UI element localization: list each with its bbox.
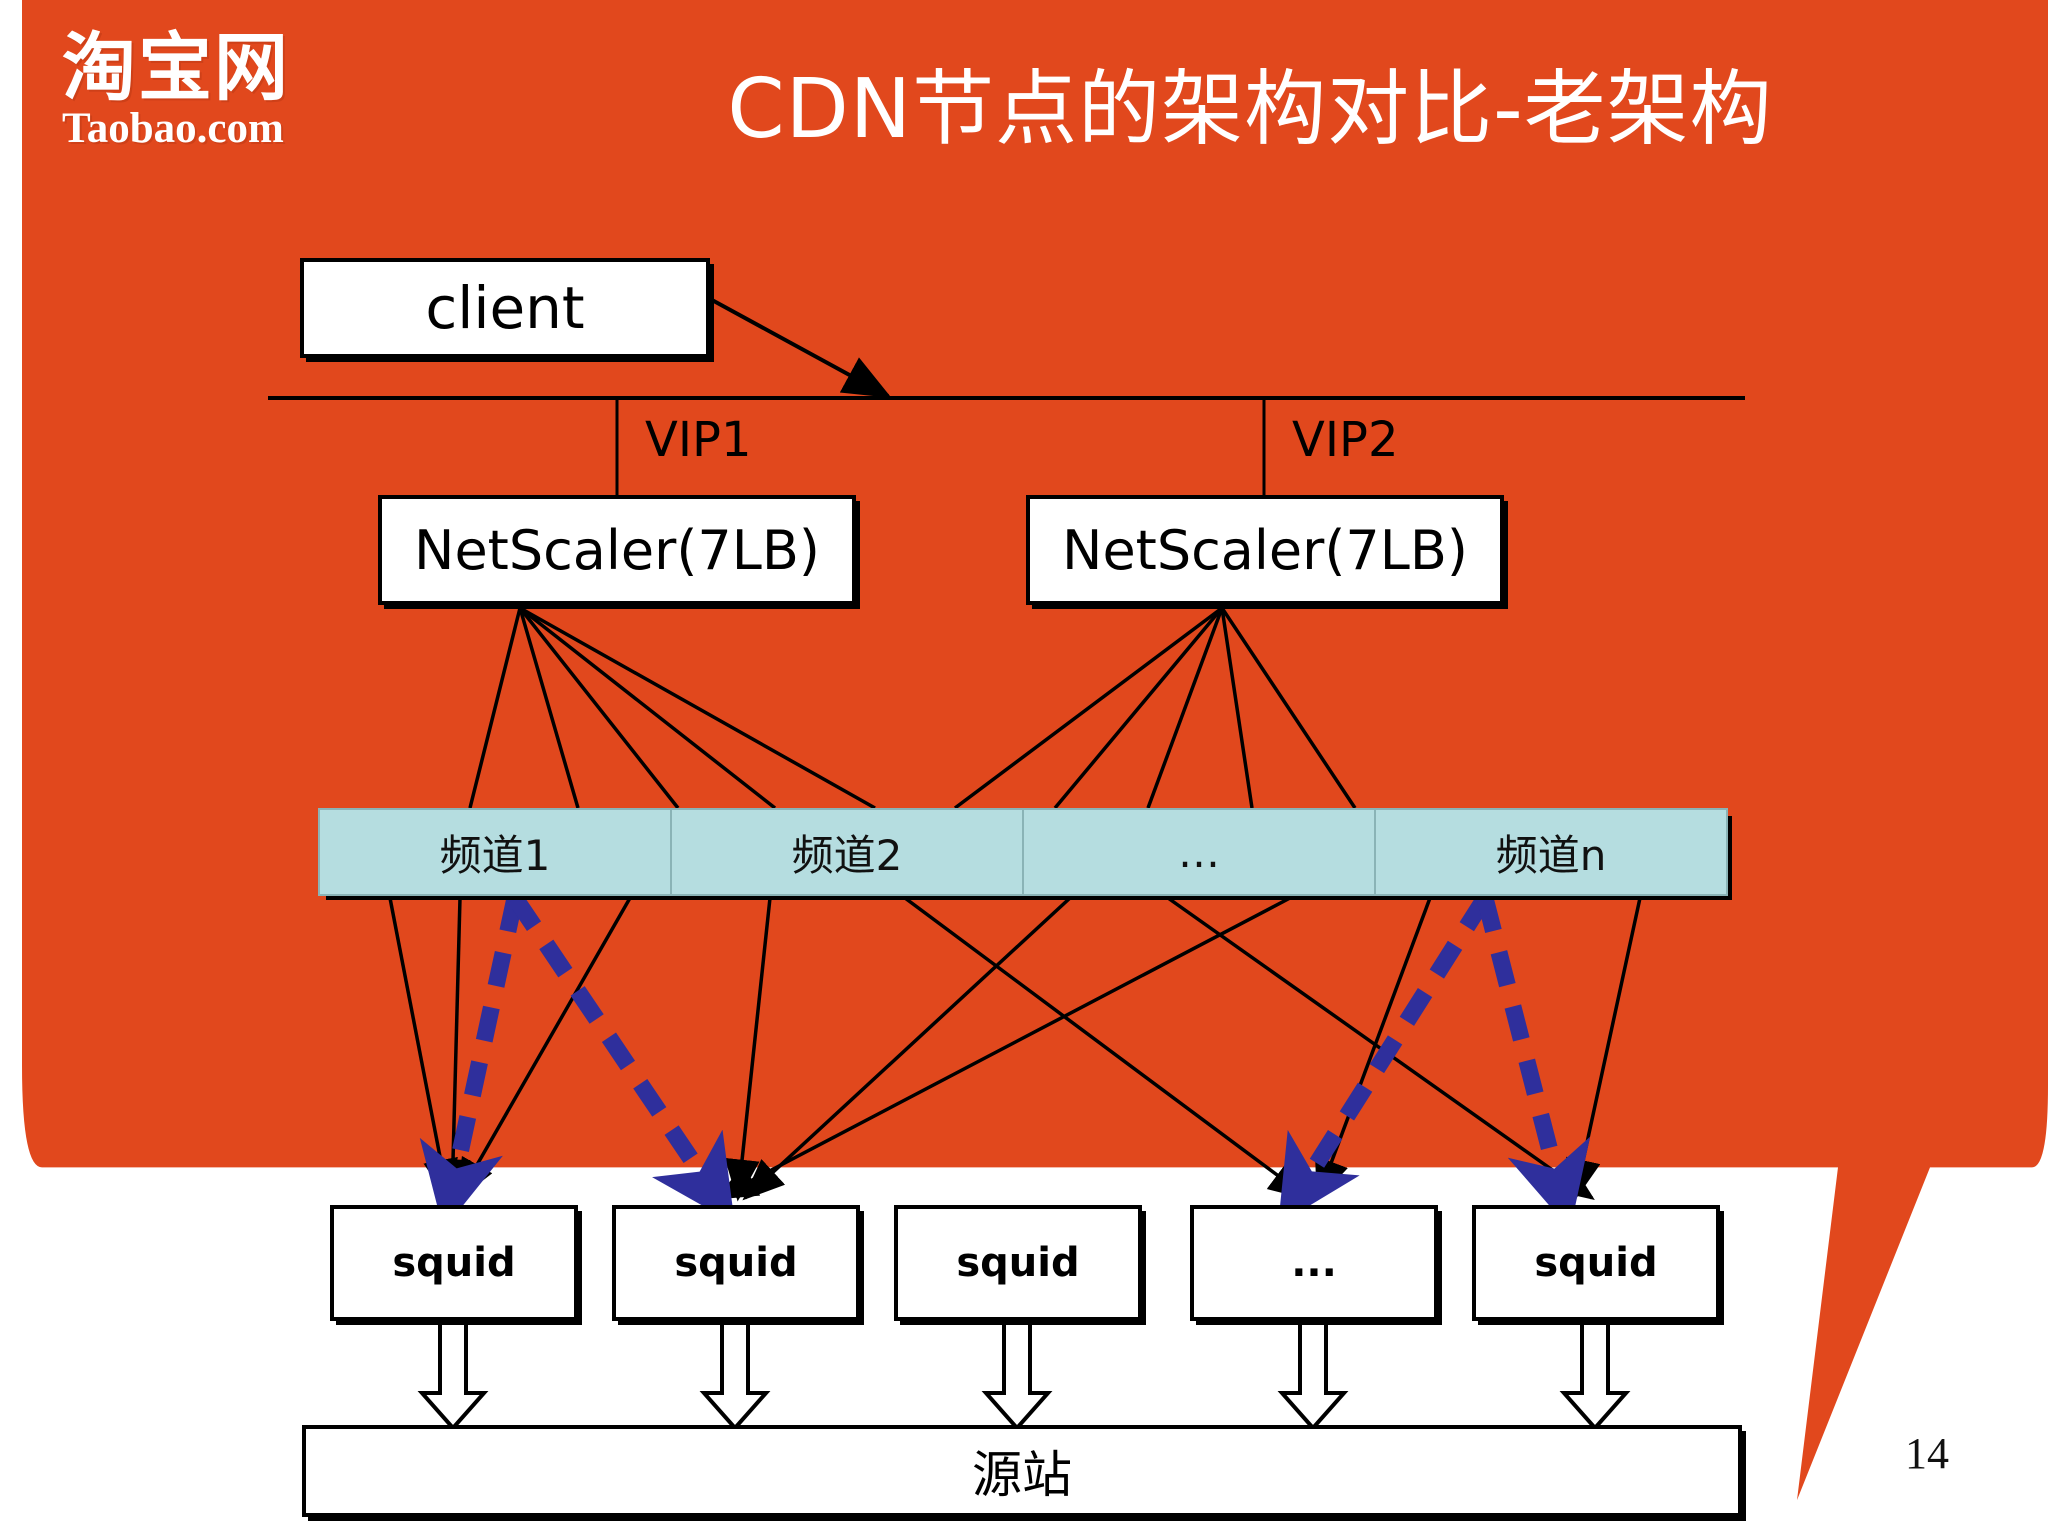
taobao-logo-cn: 淘宝网	[62, 25, 290, 112]
highlight-arrow-channel-n	[1278, 893, 1591, 1230]
channel-label-1: 频道1	[439, 830, 551, 880]
channel-cell-n[interactable]: 频道n	[1376, 810, 1726, 894]
channel-cell-2[interactable]: 频道2	[672, 810, 1024, 894]
node-squid-2[interactable]: squid	[612, 1205, 860, 1321]
node-squid-5-label: squid	[1534, 1240, 1658, 1286]
client-to-bus-arrow	[711, 298, 892, 398]
page-title: CDN节点的架构对比-老架构	[540, 36, 1960, 166]
node-squid-1-label: squid	[392, 1240, 516, 1286]
node-squid-3-label: squid	[956, 1240, 1080, 1286]
channel-bar: 频道1 频道2 … 频道n	[318, 808, 1728, 896]
page-title-text: CDN节点的架构对比-老架构	[727, 61, 1773, 157]
vip1-label: VIP1	[645, 412, 752, 468]
node-squid-3[interactable]: squid	[894, 1205, 1142, 1321]
highlight-arrow-channel1	[419, 893, 735, 1230]
node-squid-5[interactable]: squid	[1472, 1205, 1720, 1321]
node-netscaler-1[interactable]: NetScaler(7LB)	[378, 495, 856, 605]
vip2-label: VIP2	[1292, 412, 1399, 468]
node-netscaler-2-label: NetScaler(7LB)	[1062, 518, 1468, 582]
taobao-logo: 淘宝网 Taobao.com	[62, 28, 392, 156]
taobao-logo-en: Taobao.com	[62, 104, 284, 152]
channel-cell-ellipsis[interactable]: …	[1024, 810, 1376, 894]
node-client-label: client	[425, 274, 585, 342]
node-netscaler-1-label: NetScaler(7LB)	[414, 518, 820, 582]
node-squid-ellipsis[interactable]: ...	[1190, 1205, 1438, 1321]
node-origin-site-label: 源站	[972, 1446, 1072, 1504]
squid-to-origin-block-arrows	[417, 1319, 1631, 1432]
node-origin-site[interactable]: 源站	[302, 1425, 1742, 1517]
channel-label-2: 频道2	[791, 830, 903, 880]
channel-to-squid-lines	[388, 896, 1642, 1202]
page-number: 14	[1905, 1429, 1949, 1478]
node-squid-1[interactable]: squid	[330, 1205, 578, 1321]
node-squid-2-label: squid	[674, 1240, 798, 1286]
channel-label-n: 频道n	[1495, 830, 1607, 880]
channel-cell-1[interactable]: 频道1	[320, 810, 672, 894]
netscaler2-fan-lines	[953, 606, 1357, 810]
node-squid-ellipsis-label: ...	[1291, 1240, 1337, 1286]
netscaler1-fan-lines	[468, 606, 876, 810]
node-netscaler-2[interactable]: NetScaler(7LB)	[1026, 495, 1504, 605]
channel-label-ellipsis: …	[1178, 827, 1220, 877]
node-client[interactable]: client	[300, 258, 710, 358]
